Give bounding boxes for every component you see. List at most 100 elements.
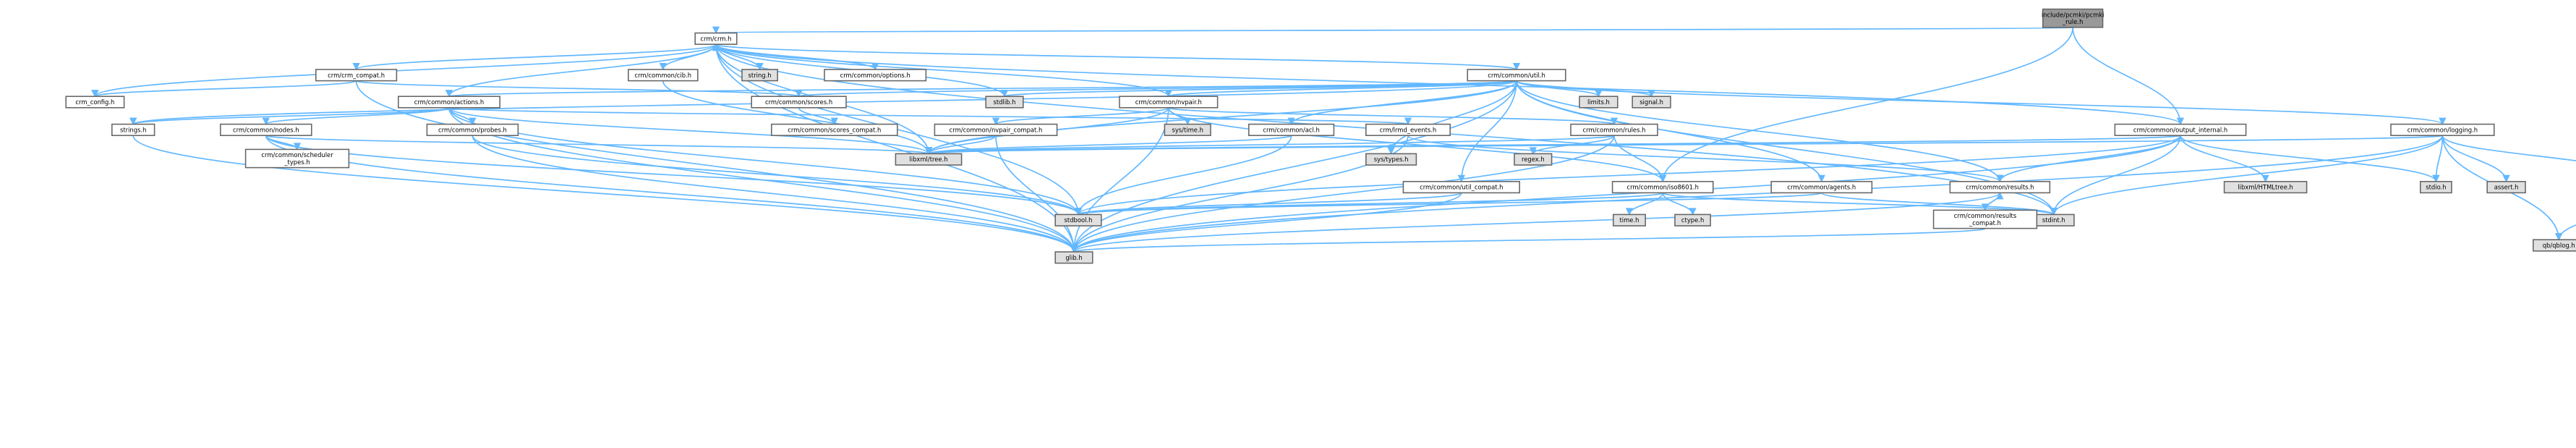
node-box[interactable] <box>824 69 927 82</box>
node-box[interactable] <box>1402 181 1520 194</box>
node-box[interactable] <box>1514 153 1553 166</box>
node-label: regex.h <box>1522 156 1545 163</box>
node-box[interactable] <box>1467 69 1566 82</box>
node-probes[interactable]: crm/common/probes.h <box>426 123 519 136</box>
node-box[interactable] <box>398 96 500 109</box>
node-box[interactable] <box>751 96 847 109</box>
node-box[interactable] <box>1770 181 1873 194</box>
node-box[interactable] <box>1248 123 1335 136</box>
node-limits[interactable]: limits.h <box>1579 96 1618 109</box>
node-crm_compat[interactable]: crm/crm_compat.h <box>315 69 398 82</box>
node-box[interactable] <box>65 96 125 109</box>
node-ctype[interactable]: ctype.h <box>1674 214 1711 227</box>
node-lrmd_events[interactable]: crm/lrmd_events.h <box>1365 123 1451 136</box>
node-box[interactable] <box>315 69 398 82</box>
node-box[interactable] <box>741 69 778 82</box>
node-box[interactable] <box>1674 214 1711 227</box>
node-util_compat[interactable]: crm/common/util_compat.h <box>1402 181 1520 194</box>
node-scores[interactable]: crm/common/scores.h <box>751 96 847 109</box>
node-box[interactable] <box>1365 153 1417 166</box>
node-output_internal[interactable]: crm/common/output_internal.h <box>2114 123 2247 136</box>
node-qblog[interactable]: qb/qblog.h <box>2533 239 2576 252</box>
node-acl[interactable]: crm/common/acl.h <box>1248 123 1335 136</box>
node-systypes[interactable]: sys/types.h <box>1365 153 1417 166</box>
node-box[interactable] <box>628 69 699 82</box>
node-regex[interactable]: regex.h <box>1514 153 1553 166</box>
node-box[interactable] <box>694 32 738 45</box>
node-box[interactable] <box>426 123 519 136</box>
node-stdint[interactable]: stdint.h <box>2032 214 2075 227</box>
edge-results_compat-to-results <box>1984 192 2004 211</box>
node-box[interactable] <box>111 123 155 136</box>
node-strings[interactable]: strings.h <box>111 123 155 136</box>
node-assert[interactable]: assert.h <box>2486 181 2526 194</box>
node-box[interactable] <box>1611 181 1714 194</box>
node-nvpair_compat[interactable]: crm/common/nvpair_compat.h <box>934 123 1058 136</box>
node-box[interactable] <box>1570 123 1658 136</box>
node-box[interactable] <box>2420 181 2452 194</box>
node-stdio[interactable]: stdio.h <box>2420 181 2452 194</box>
edge-logging-to-logging_compat <box>2441 135 2576 161</box>
node-label: assert.h <box>2494 184 2519 191</box>
node-string[interactable]: string.h <box>741 69 778 82</box>
node-nvpair[interactable]: crm/common/nvpair.h <box>1119 96 1219 109</box>
edge-agents-to-stdbool <box>1074 192 1822 216</box>
node-nodes[interactable]: crm/common/nodes.h <box>220 123 312 136</box>
node-label: qb/qblog.h <box>2543 242 2575 249</box>
node-box[interactable] <box>771 123 898 136</box>
node-box[interactable] <box>934 123 1058 136</box>
node-box[interactable] <box>1613 214 1646 227</box>
node-box[interactable] <box>1119 96 1219 109</box>
node-label: crm/common/rules.h <box>1583 126 1646 133</box>
edge-util-to-nvpair <box>1164 80 1517 98</box>
edge-logging-to-stdint <box>2050 135 2444 216</box>
node-box[interactable] <box>2114 123 2247 136</box>
node-box[interactable] <box>2042 8 2104 28</box>
node-box[interactable] <box>1365 123 1451 136</box>
node-actions[interactable]: crm/common/actions.h <box>398 96 500 109</box>
node-label: ctype.h <box>1681 216 1704 224</box>
node-results_compat[interactable]: crm/common/results_compat.h <box>1932 209 2038 229</box>
node-htmltree[interactable]: libxml/HTMLtree.h <box>2223 181 2308 194</box>
node-box[interactable] <box>244 148 350 169</box>
node-signal[interactable]: signal.h <box>1632 96 1671 109</box>
node-box[interactable] <box>1932 209 2038 229</box>
node-label: sys/types.h <box>1374 156 1409 163</box>
node-box[interactable] <box>1054 251 1093 264</box>
node-label: crm/common/probes.h <box>438 126 507 133</box>
node-box[interactable] <box>1949 181 2051 194</box>
node-box[interactable] <box>2486 181 2526 194</box>
node-cib[interactable]: crm/common/cib.h <box>628 69 699 82</box>
node-time[interactable]: time.h <box>1613 214 1646 227</box>
node-systime[interactable]: sys/time.h <box>1164 123 1211 136</box>
node-stdbool[interactable]: stdbool.h <box>1054 214 1102 227</box>
node-options[interactable]: crm/common/options.h <box>824 69 927 82</box>
node-box[interactable] <box>1054 214 1102 227</box>
node-logging[interactable]: crm/common/logging.h <box>2390 123 2495 136</box>
node-crm[interactable]: crm/crm.h <box>694 32 738 45</box>
node-agents[interactable]: crm/common/agents.h <box>1770 181 1873 194</box>
node-crm_config[interactable]: crm_config.h <box>65 96 125 109</box>
node-results[interactable]: crm/common/results.h <box>1949 181 2051 194</box>
node-box[interactable] <box>220 123 312 136</box>
node-stdlib[interactable]: stdlib.h <box>985 96 1024 109</box>
node-scores_compat[interactable]: crm/common/scores_compat.h <box>771 123 898 136</box>
node-iso8601[interactable]: crm/common/iso8601.h <box>1611 181 1714 194</box>
node-box[interactable] <box>1579 96 1618 109</box>
node-box[interactable] <box>1164 123 1211 136</box>
node-rules[interactable]: crm/common/rules.h <box>1570 123 1658 136</box>
node-util[interactable]: crm/common/util.h <box>1467 69 1566 82</box>
node-libxml_tree[interactable]: libxml/tree.h <box>895 153 963 166</box>
node-box[interactable] <box>985 96 1024 109</box>
node-box[interactable] <box>2223 181 2308 194</box>
edge-logging-to-glib <box>1070 135 2444 253</box>
edge-output_internal-to-htmltree <box>2180 135 2269 183</box>
node-box[interactable] <box>895 153 963 166</box>
node-label: crm/common/options.h <box>840 72 910 79</box>
node-scheduler_types[interactable]: crm/common/scheduler_types.h <box>244 148 350 169</box>
node-root[interactable]: include/pcmki/pcmki_rule.h <box>2042 8 2104 28</box>
node-box[interactable] <box>2533 239 2576 252</box>
node-box[interactable] <box>1632 96 1671 109</box>
node-box[interactable] <box>2390 123 2495 136</box>
node-glib[interactable]: glib.h <box>1054 251 1093 264</box>
